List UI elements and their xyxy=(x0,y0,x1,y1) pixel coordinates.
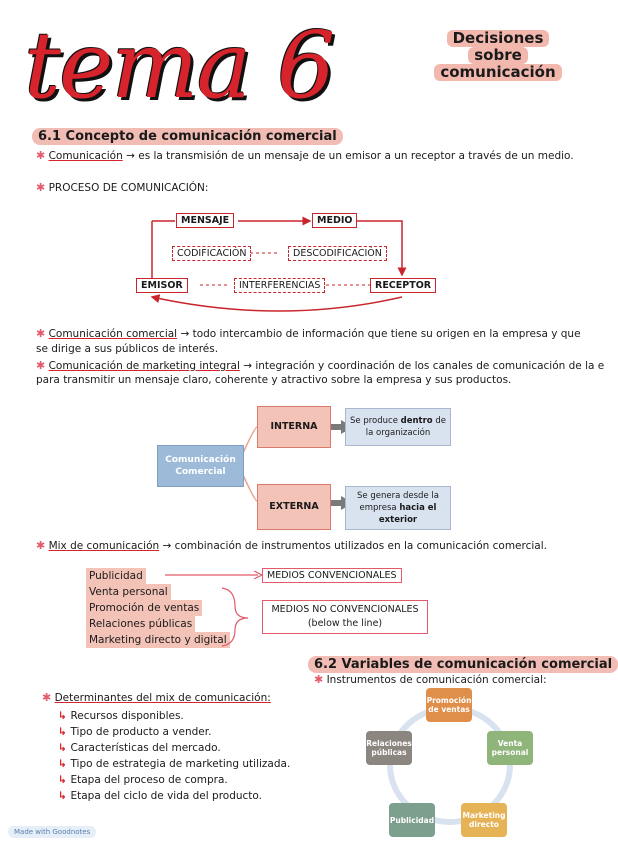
arrow-icon: ↳ xyxy=(58,742,71,754)
mix-arrow-brace xyxy=(165,570,264,647)
def-marketing-integral: → integración y coordinación de los cana… xyxy=(243,360,605,372)
medios-convencionales-box: MEDIOS CONVENCIONALES xyxy=(262,568,402,583)
cycle-relaciones-publicas: Relaciones públicas xyxy=(366,731,412,765)
paragraph-mix: ✱ Mix de comunicación → combinación de i… xyxy=(36,538,596,554)
determinante-item: ↳ Recursos disponibles. xyxy=(58,708,290,724)
paragraph-comunicacion-comercial: ✱ Comunicación comercial → todo intercam… xyxy=(36,326,584,357)
instrumentos-label: Instrumentos de comunicación comercial: xyxy=(326,674,547,686)
term-comunicacion-comercial: Comunicación comercial xyxy=(48,328,178,340)
interna-desc-b: dentro xyxy=(400,416,433,426)
term-mix: Mix de comunicación xyxy=(48,540,160,552)
subtitle-line-2: sobre xyxy=(468,47,528,64)
proceso-label: PROCESO DE COMUNICACIÓN: xyxy=(48,182,209,194)
determinantes-list: ↳ Recursos disponibles. ↳ Tipo de produc… xyxy=(58,708,290,804)
paragraph-comunicacion: ✱ Comunicación → es la transmisión de un… xyxy=(36,148,584,164)
instrumentos-line: ✱ Instrumentos de comunicación comercial… xyxy=(314,672,547,688)
below-line-label: (below the line) xyxy=(307,618,383,629)
arrow-icon: ↳ xyxy=(58,774,71,786)
interna-desc: Se produce dentro de la organización xyxy=(345,408,451,446)
determinante-text: Etapa del proceso de compra. xyxy=(70,774,228,786)
mix-list: Publicidad Venta personal Promoción de v… xyxy=(86,568,230,648)
cycle-venta-personal: Venta personal xyxy=(487,731,533,765)
cycle-publicidad: Publicidad xyxy=(389,803,435,837)
externa-desc-b: hacia el exterior xyxy=(378,503,437,525)
box-emisor: EMISOR xyxy=(136,278,188,293)
determinante-text: Características del mercado. xyxy=(70,742,221,754)
bullet-icon: ✱ xyxy=(36,181,46,194)
page-title: tema 6 xyxy=(24,12,335,119)
box-mensaje: MENSAJE xyxy=(176,213,235,228)
interna-box: INTERNA xyxy=(257,406,331,448)
arrow-icon: ↳ xyxy=(58,710,71,722)
box-receptor: RECEPTOR xyxy=(370,278,437,293)
determinante-item: ↳ Tipo de producto a vender. xyxy=(58,724,290,740)
box-codificacion: CODIFICACIÓN xyxy=(172,246,252,261)
interna-desc-c: de la organización xyxy=(365,416,446,438)
def-mix: → combinación de instrumentos utilizados… xyxy=(162,540,547,552)
determinante-text: Etapa del ciclo de vida del producto. xyxy=(70,790,262,802)
subtitle: Decisiones sobre comunicación xyxy=(418,30,578,81)
arrow-icon: ↳ xyxy=(58,726,71,738)
arrow-icon: ↳ xyxy=(58,758,71,770)
determinante-item: ↳ Características del mercado. xyxy=(58,740,290,756)
determinante-text: Tipo de producto a vender. xyxy=(70,726,212,738)
determinantes-heading: Determinantes del mix de comunicación: xyxy=(54,692,271,704)
subtitle-line-3: comunicación xyxy=(434,64,562,81)
box-descodificacion: DESCODIFICACIÓN xyxy=(288,246,387,261)
goodnotes-badge: Made with Goodnotes xyxy=(8,826,97,838)
medios-no-conv-label: MEDIOS NO CONVENCIONALES xyxy=(271,604,419,615)
medios-no-convencionales-box: MEDIOS NO CONVENCIONALES (below the line… xyxy=(262,600,428,634)
def-comunicacion: → es la transmisión de un mensaje de un … xyxy=(126,150,574,162)
bullet-icon: ✱ xyxy=(36,539,46,552)
box-medio: MEDIO xyxy=(312,213,358,228)
comunicacion-comercial-box: Comunicación Comercial xyxy=(157,445,244,487)
bullet-icon: ✱ xyxy=(36,327,46,340)
def-comunicacion-comercial: → todo intercambio de información que ti… xyxy=(36,328,581,355)
bullet-icon: ✱ xyxy=(42,691,52,704)
externa-desc: Se genera desde la empresa hacia el exte… xyxy=(345,486,451,530)
paragraph-marketing-integral-2: para transmitir un mensaje claro, cohere… xyxy=(36,374,512,386)
term-marketing-integral: Comunicación de marketing integral xyxy=(48,360,240,372)
externa-desc-a: Se genera desde la empresa xyxy=(357,491,439,513)
cycle-promocion-ventas: Promoción de ventas xyxy=(426,688,472,722)
bullet-icon: ✱ xyxy=(314,673,324,686)
externa-box: EXTERNA xyxy=(257,484,331,530)
interna-desc-a: Se produce xyxy=(350,416,401,426)
mix-item: Venta personal xyxy=(86,584,171,600)
section-1-heading: 6.1 Concepto de comunicación comercial xyxy=(32,128,343,145)
box-interferencias: INTERFERENCIAS xyxy=(234,278,326,293)
paragraph-proceso: ✱ PROCESO DE COMUNICACIÓN: xyxy=(36,180,208,196)
mix-item: Marketing directo y digital xyxy=(86,632,230,648)
mix-item: Promoción de ventas xyxy=(86,600,203,616)
cycle-marketing-directo: Marketing directo xyxy=(461,803,507,837)
mix-item: Publicidad xyxy=(86,568,146,584)
arrow-icon: ↳ xyxy=(58,790,71,802)
determinante-text: Tipo de estrategia de marketing utilizad… xyxy=(70,758,291,770)
section-2-heading: 6.2 Variables de comunicación comercial xyxy=(308,656,618,673)
determinante-text: Recursos disponibles. xyxy=(70,710,184,722)
bullet-icon: ✱ xyxy=(36,149,46,162)
mix-item: Relaciones públicas xyxy=(86,616,196,632)
term-comunicacion: Comunicación xyxy=(48,150,123,162)
determinante-item: ↳ Etapa del ciclo de vida del producto. xyxy=(58,788,290,804)
determinante-item: ↳ Tipo de estrategia de marketing utiliz… xyxy=(58,756,290,772)
determinante-item: ↳ Etapa del proceso de compra. xyxy=(58,772,290,788)
paragraph-marketing-integral: ✱ Comunicación de marketing integral → i… xyxy=(36,358,604,374)
determinantes-heading-line: ✱ Determinantes del mix de comunicación: xyxy=(42,690,271,706)
bullet-icon: ✱ xyxy=(36,359,46,372)
subtitle-line-1: Decisiones xyxy=(446,30,550,47)
